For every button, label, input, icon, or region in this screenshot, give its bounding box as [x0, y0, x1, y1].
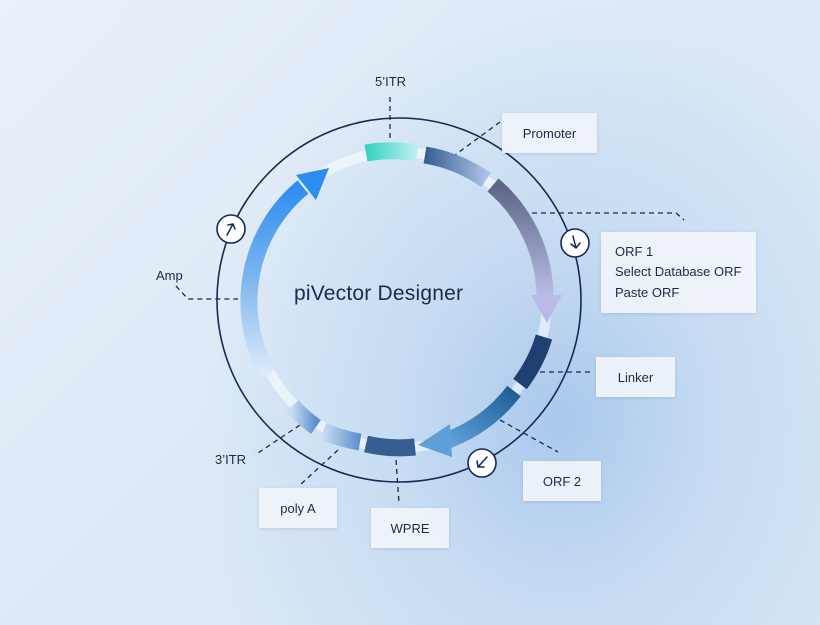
amp-arrow-body — [240, 180, 309, 379]
label-itr5: 5’ITR — [375, 74, 407, 89]
polya-label: poly A — [280, 500, 316, 516]
wpre-label: WPRE — [390, 520, 430, 536]
arrow-down-left-circle-icon[interactable] — [467, 448, 497, 478]
label-itr3: 3’ITR — [215, 452, 247, 467]
arrow-up-right-circle-icon[interactable] — [216, 214, 246, 244]
segment-itr3 — [285, 400, 322, 434]
amp-arrowhead — [296, 168, 329, 200]
plasmid-ring — [216, 117, 582, 483]
leader-promoter — [454, 121, 501, 156]
leader-amp — [175, 285, 238, 300]
orf1-arrow-body — [487, 178, 554, 297]
orf1-select-database-option[interactable]: Select Database ORF — [615, 264, 742, 280]
leader-orf2 — [499, 419, 559, 453]
box-wpre[interactable]: WPRE — [371, 508, 449, 548]
orf1-paste-option[interactable]: Paste ORF — [615, 284, 680, 300]
orf2-arrow-body — [444, 385, 521, 448]
leader-itr3 — [254, 424, 301, 456]
segment-itr5 — [364, 142, 419, 162]
segment-linker — [513, 334, 553, 390]
orf2-label: ORF 2 — [542, 473, 582, 489]
arrow-down-right-circle-icon[interactable] — [560, 228, 590, 258]
promoter-label: Promoter — [522, 125, 577, 141]
segment-polya — [319, 423, 362, 451]
box-orf2[interactable]: ORF 2 — [523, 461, 601, 501]
box-polya[interactable]: poly A — [259, 488, 337, 528]
leader-wpre — [395, 459, 400, 504]
label-amp: Amp — [156, 268, 183, 283]
box-linker[interactable]: Linker — [596, 357, 675, 397]
leader-lines — [175, 97, 685, 504]
segment-promoter — [423, 146, 491, 188]
linker-label: Linker — [617, 369, 654, 385]
orf1-label: ORF 1 — [615, 243, 654, 259]
orf1-arrowhead — [531, 295, 562, 323]
box-promoter[interactable]: Promoter — [502, 113, 597, 153]
leader-orf1 — [532, 212, 685, 221]
orf2-arrowhead — [418, 424, 452, 457]
box-orf1[interactable]: ORF 1 Select Database ORF Paste ORF — [601, 232, 756, 313]
diagram-title: piVector Designer — [294, 282, 464, 305]
leader-polya — [299, 449, 339, 486]
segment-wpre — [364, 435, 416, 457]
